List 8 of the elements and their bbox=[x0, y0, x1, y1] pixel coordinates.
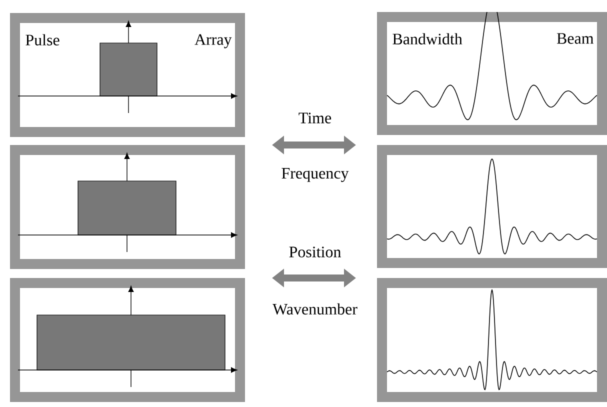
panel-label: Beam bbox=[556, 33, 594, 44]
domain-label: Position bbox=[289, 246, 341, 258]
domain-label: Wavenumber bbox=[272, 303, 358, 315]
panel-label: Array bbox=[194, 34, 232, 48]
domain-label: Frequency bbox=[282, 168, 349, 182]
panel-label: Pulse bbox=[26, 34, 60, 46]
domain-label: Time bbox=[298, 112, 332, 124]
panel-label: Bandwidth bbox=[392, 33, 462, 44]
